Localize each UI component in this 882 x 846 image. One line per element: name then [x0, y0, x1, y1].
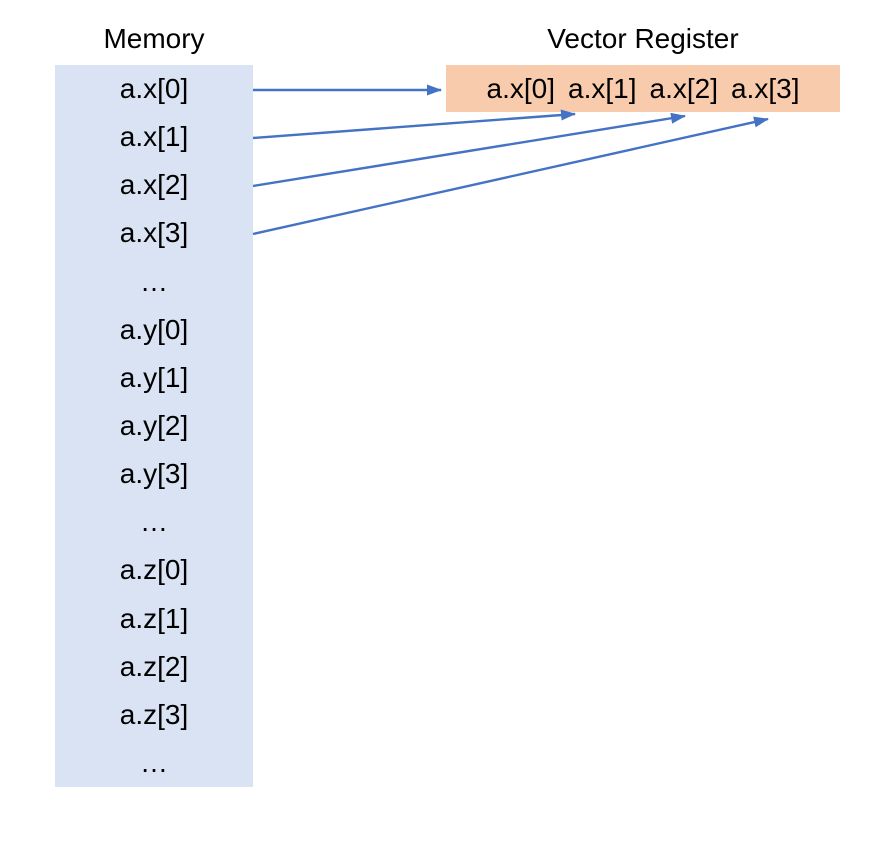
memory-cell-ay3: a.y[3] — [119, 458, 189, 490]
arrow-ax3-to-slot3-icon — [252, 116, 769, 236]
vector-register-title: Vector Register — [547, 23, 739, 54]
memory-cell-ay2: a.y[2] — [119, 410, 189, 442]
memory-cell-az3: a.z[3] — [119, 698, 189, 730]
memory-cell-az0: a.z[0] — [119, 554, 189, 586]
vector-register-box: a.x[0] a.x[1] a.x[2] a.x[3] — [446, 65, 840, 112]
memory-cell-az1: a.z[1] — [119, 602, 189, 634]
memory-cell-ax3: a.x[3] — [119, 217, 189, 249]
memory-cell-ellipsis-2: … — [140, 506, 168, 538]
register-slot-1: a.x[1] — [568, 72, 637, 104]
memory-cell-ay1: a.y[1] — [119, 361, 189, 393]
arrow-ax1-to-slot1-icon — [252, 109, 576, 140]
memory-box: a.x[0] a.x[1] a.x[2] a.x[3] … a.y[0] a.y… — [55, 65, 253, 787]
arrow-ax2-to-slot2-icon — [252, 112, 686, 188]
memory-cell-ax0: a.x[0] — [119, 73, 189, 105]
memory-cell-ax2: a.x[2] — [119, 169, 189, 201]
memory-cell-ellipsis-1: … — [140, 265, 168, 297]
register-slot-2: a.x[2] — [649, 72, 718, 104]
register-slot-3: a.x[3] — [730, 72, 800, 104]
memory-cell-ay0: a.y[0] — [119, 313, 189, 345]
memory-cell-az2: a.z[2] — [119, 650, 189, 682]
register-slot-0: a.x[0] — [486, 72, 556, 104]
memory-cell-ax1: a.x[1] — [119, 121, 189, 153]
memory-title: Memory — [103, 23, 205, 54]
memory-cell-ellipsis-3: … — [140, 747, 168, 779]
